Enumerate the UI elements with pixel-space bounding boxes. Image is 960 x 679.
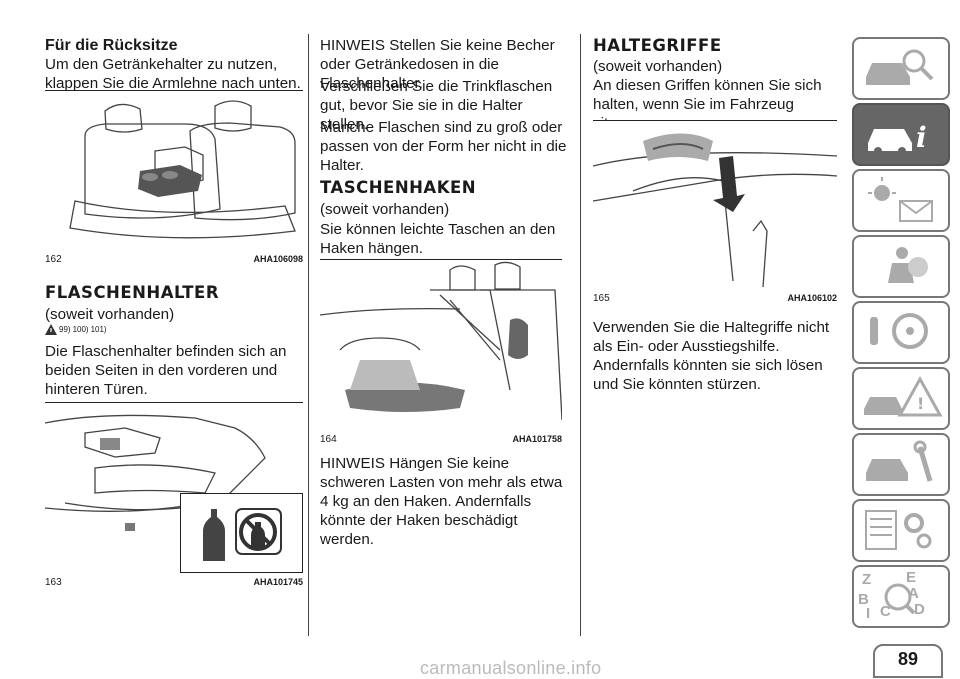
warning-ref[interactable]: 100) xyxy=(72,325,89,334)
warning-lights-icon xyxy=(868,177,933,222)
tab-emergency[interactable]: ! xyxy=(852,367,950,430)
availability-note: (soweit vorhanden) xyxy=(45,306,175,323)
steering-key-icon xyxy=(870,313,928,349)
availability-note: (soweit vorhanden) xyxy=(320,201,450,218)
body-text: Die Flaschenhalter befinden sich an beid… xyxy=(45,343,287,398)
figure-162-caption: 162 AHA106098 xyxy=(45,254,303,265)
figure-code: AHA101745 xyxy=(253,577,303,587)
bottle-prohibited-icon xyxy=(203,508,282,561)
specs-gears-icon xyxy=(865,510,932,550)
figure-number: 162 xyxy=(45,254,62,265)
body-text: Manche Flaschen sind zu groß oder passen… xyxy=(320,119,567,174)
svg-text:!: ! xyxy=(917,394,924,413)
warning-icon xyxy=(45,324,57,335)
figure-163 xyxy=(45,402,303,573)
tab-technical-data[interactable] xyxy=(852,499,950,562)
figure-163-caption: 163 AHA101745 xyxy=(45,577,303,588)
section-heading-flaschenhalter: FLASCHENHALTER xyxy=(45,283,220,302)
watermark: carmanualsonline.info xyxy=(420,658,602,678)
rear-seat-armrest-illustration xyxy=(69,100,296,239)
inset-no-bottle-box xyxy=(180,493,303,573)
section-heading-haltegriffe: HALTEGRIFFE xyxy=(593,36,722,55)
body-text: An diesen Griffen können Sie sich halten… xyxy=(593,77,822,132)
figure-number: 164 xyxy=(320,434,337,445)
index-letter: E xyxy=(906,569,917,586)
index-letter: Z xyxy=(862,571,872,588)
section-subheading: Für die Rücksitze xyxy=(45,37,178,54)
body-text: Verschließen Sie die Trinkflaschen gut, … xyxy=(320,78,553,133)
warning-ref[interactable]: 101) xyxy=(90,325,107,334)
grab-handle-illustration xyxy=(593,133,837,287)
index-letter: I xyxy=(866,605,871,622)
tab-car-search[interactable] xyxy=(852,37,950,100)
availability-note: (soweit vorhanden) xyxy=(593,58,723,75)
alphabet-index-icon xyxy=(884,583,916,615)
tab-warning-lights[interactable] xyxy=(852,169,950,232)
tab-maintenance[interactable] xyxy=(852,433,950,496)
index-letter: B xyxy=(858,591,869,608)
figure-165-caption: 165 AHA106102 xyxy=(593,293,837,304)
door-bottle-holder-illustration xyxy=(45,414,266,531)
body-text: Sie können leichte Taschen an den Haken … xyxy=(320,221,556,257)
car-wrench-icon xyxy=(866,440,933,482)
figure-number: 165 xyxy=(593,293,610,304)
car-info-icon: i xyxy=(868,121,927,155)
column-divider xyxy=(308,34,309,636)
note-text: Verwenden Sie die Haltegriffe nicht als … xyxy=(593,319,830,393)
svg-text:i: i xyxy=(916,121,927,154)
tab-safety[interactable] xyxy=(852,235,950,298)
figure-number: 163 xyxy=(45,577,62,588)
note-text: HINWEIS Stellen Sie keine Becher oder Ge… xyxy=(320,37,555,92)
tab-index[interactable]: Z E A B C D I xyxy=(852,565,950,628)
warning-references: 99) 100) 101) xyxy=(45,324,107,335)
page-number: 89 xyxy=(873,644,943,678)
warning-ref[interactable]: 99) xyxy=(59,325,71,334)
airbag-person-icon xyxy=(888,247,928,283)
tab-start-drive[interactable] xyxy=(852,301,950,364)
car-warning-triangle-icon: ! xyxy=(864,375,943,417)
column-divider xyxy=(580,34,581,636)
section-heading-taschenhaken: TASCHENHAKEN xyxy=(320,178,477,197)
bag-hook-illustration xyxy=(320,261,562,420)
figure-165 xyxy=(593,120,837,287)
car-magnifier-icon xyxy=(866,49,934,85)
figure-162 xyxy=(45,90,303,251)
figure-code: AHA106102 xyxy=(787,293,837,303)
tab-car-info[interactable]: i xyxy=(852,103,950,166)
index-letter: D xyxy=(914,601,925,618)
figure-164 xyxy=(320,259,562,420)
figure-code: AHA106098 xyxy=(253,254,303,264)
index-letter: A xyxy=(908,585,919,602)
figure-164-caption: 164 AHA101758 xyxy=(320,434,562,445)
index-letter: C xyxy=(880,603,891,620)
figure-code: AHA101758 xyxy=(512,434,562,444)
note-text: HINWEIS Hängen Sie keine schweren Lasten… xyxy=(320,455,563,548)
intro-text: Um den Getränkehalter zu nutzen, klappen… xyxy=(45,56,301,92)
